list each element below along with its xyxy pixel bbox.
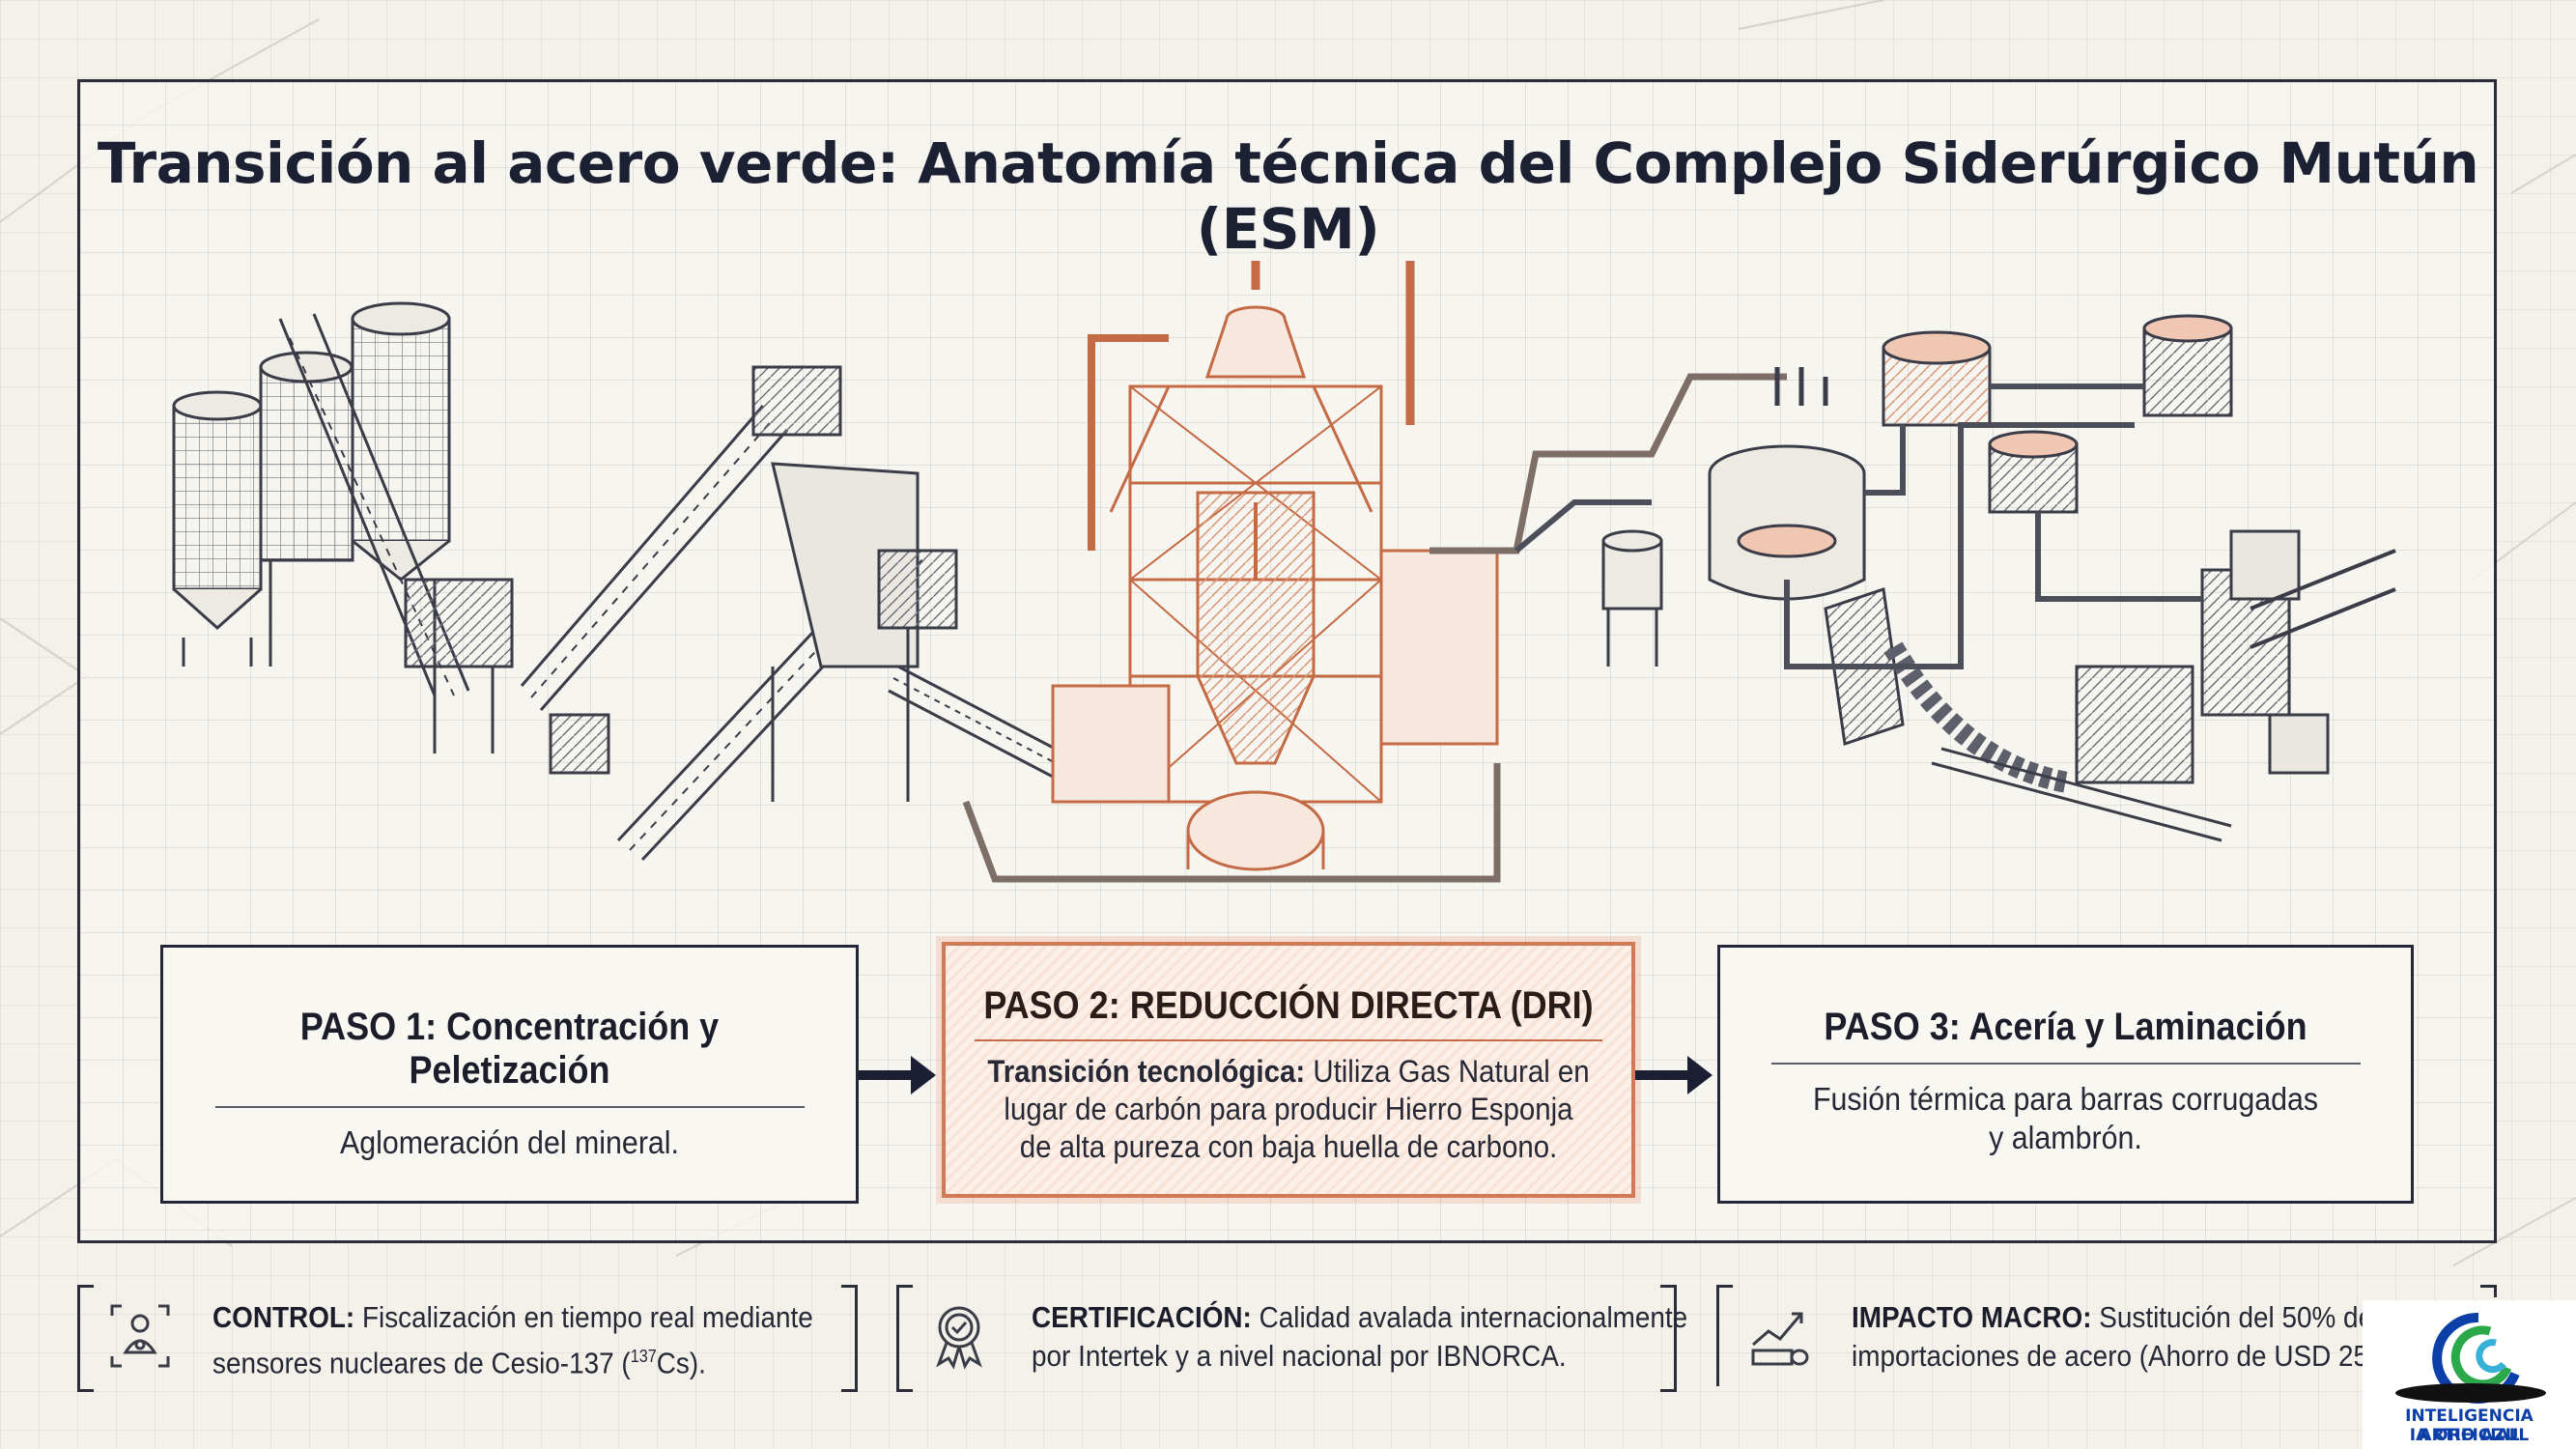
footer-control: CONTROL: Fiscalización en tiempo real me… xyxy=(77,1285,858,1392)
silos xyxy=(172,301,451,667)
certificate-seal-icon xyxy=(936,1306,982,1370)
growth-chart-icon xyxy=(1751,1312,1809,1366)
logo-line2: IA ORO AZUL xyxy=(2409,1426,2530,1445)
footer-impact-label: IMPACTO MACRO: xyxy=(1852,1300,2092,1334)
rolling-mill xyxy=(1824,529,2396,842)
plant-pipes xyxy=(1514,384,2202,669)
step-3-divider xyxy=(1770,1063,2361,1065)
footer-certification: CERTIFICACIÓN: Calidad avalada internaci… xyxy=(896,1285,1687,1392)
step-3-box: PASO 3: Acería y Laminación Fusión térmi… xyxy=(1717,945,2414,1204)
step-2-text: Transición tecnológica: Utiliza Gas Natu… xyxy=(973,1053,1603,1166)
logo-emblem-icon xyxy=(2395,1312,2546,1404)
arrow-step2-to-step3 xyxy=(1635,1056,1713,1094)
step-1-heading: PASO 1: Concentración y Peletización xyxy=(299,1006,720,1092)
step-2-line2: lugar de carbón para producir Hierro Esp… xyxy=(1004,1092,1573,1126)
sensor-person-icon xyxy=(110,1304,170,1368)
dri-pipes xyxy=(962,373,1787,883)
steel-shop xyxy=(1601,314,2233,667)
footer-control-text: CONTROL: Fiscalización en tiempo real me… xyxy=(212,1300,813,1380)
step-1-text: Aglomeración del mineral. xyxy=(339,1124,679,1160)
footer-control-label: CONTROL: xyxy=(212,1300,355,1334)
step-3-line2: y alambrón. xyxy=(1989,1120,2142,1155)
page-title: Transición al acero verde: Anatomía técn… xyxy=(97,130,2479,262)
step-1-divider xyxy=(214,1106,805,1108)
step-2-line1: Utiliza Gas Natural en xyxy=(1305,1054,1590,1089)
step-2-heading: PASO 2: REDUCCIÓN DIRECTA (DRI) xyxy=(983,984,1594,1027)
plant-illustration xyxy=(172,261,2396,883)
step-2-box: PASO 2: REDUCCIÓN DIRECTA (DRI) Transici… xyxy=(942,942,1635,1198)
dri-reactor xyxy=(1051,261,1499,871)
step-2-lead: Transición tecnológica: xyxy=(987,1054,1306,1089)
logo-line1: INTELIGENCIA ARTIFICIAL xyxy=(2405,1406,2534,1445)
footer-certification-text: CERTIFICACIÓN: Calidad avalada internaci… xyxy=(1032,1300,1688,1373)
brand-logo: INTELIGENCIA ARTIFICIAL IA ORO AZUL xyxy=(2363,1300,2576,1449)
footer-certification-label: CERTIFICACIÓN: xyxy=(1032,1300,1252,1334)
step-3-line1: Fusión térmica para barras corrugadas xyxy=(1812,1081,2319,1117)
crushers xyxy=(404,365,958,802)
step-1-box: PASO 1: Concentración y Peletización Agl… xyxy=(160,945,859,1204)
step-2-divider xyxy=(975,1039,1602,1041)
arrow-step1-to-step2 xyxy=(859,1056,936,1094)
step-3-heading: PASO 3: Acería y Laminación xyxy=(1824,1006,2307,1048)
step-2-line3: de alta pureza con baja huella de carbon… xyxy=(1019,1129,1558,1164)
